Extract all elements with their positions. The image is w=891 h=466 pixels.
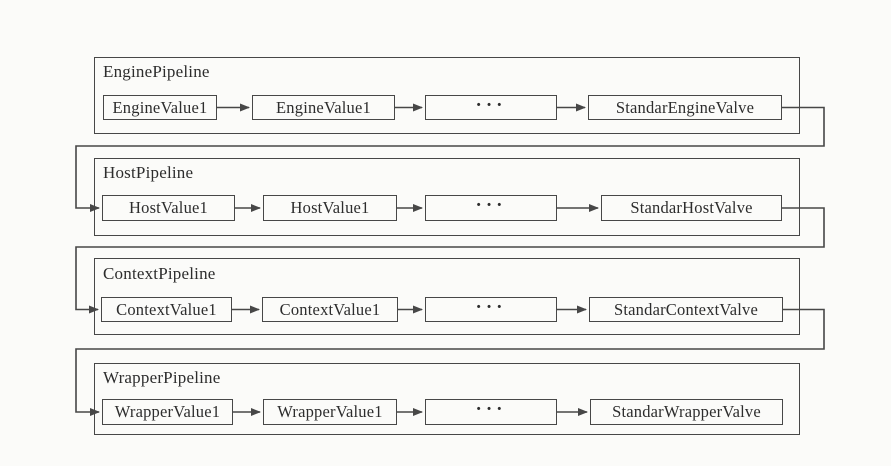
valve-box-host-1: HostValue1 (102, 195, 235, 221)
valve-box-context-dots: ··· (425, 297, 557, 322)
valve-box-engine-dots: ··· (425, 95, 557, 120)
valve-box-engine-1: EngineValue1 (103, 95, 217, 120)
valve-box-context-standard: StandarContextValve (589, 297, 783, 322)
valve-box-wrapper-standard: StandarWrapperValve (590, 399, 783, 425)
pipeline-title-context: ContextPipeline (103, 264, 216, 283)
valve-box-host-standard: StandarHostValve (601, 195, 782, 221)
valve-box-context-2: ContextValue1 (262, 297, 398, 322)
valve-box-host-2: HostValue1 (263, 195, 397, 221)
valve-box-host-dots: ··· (425, 195, 557, 221)
valve-box-wrapper-1: WrapperValue1 (102, 399, 233, 425)
pipeline-title-engine: EnginePipeline (103, 62, 210, 81)
valve-box-engine-2: EngineValue1 (252, 95, 395, 120)
pipeline-title-wrapper: WrapperPipeline (103, 368, 221, 387)
valve-box-context-1: ContextValue1 (101, 297, 232, 322)
valve-box-wrapper-2: WrapperValue1 (263, 399, 397, 425)
pipeline-title-host: HostPipeline (103, 163, 194, 182)
valve-box-wrapper-dots: ··· (425, 399, 557, 425)
valve-box-engine-standard: StandarEngineValve (588, 95, 782, 120)
